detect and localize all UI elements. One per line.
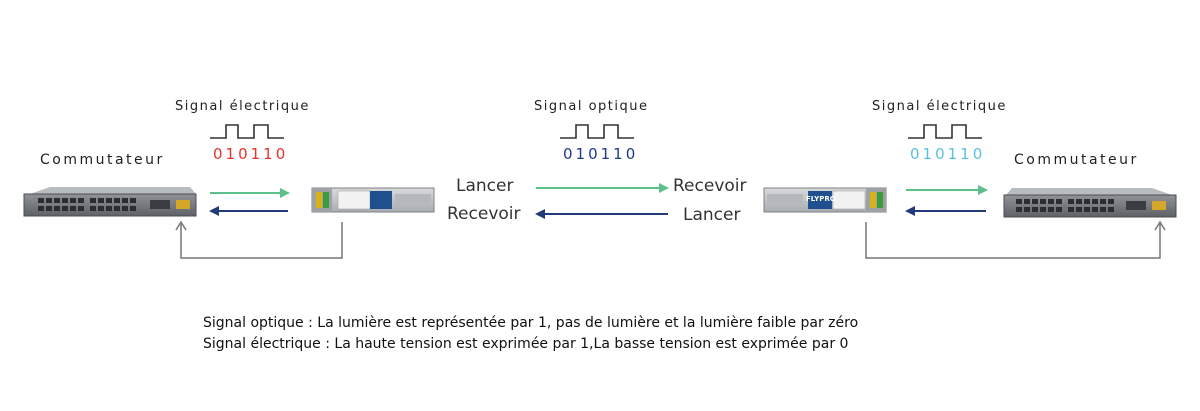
right-receive-label: Recevoir xyxy=(673,176,747,196)
middle-square-wave xyxy=(560,124,634,139)
caption-optical: Signal optique : La lumière est représen… xyxy=(203,315,859,331)
right-bits: 010110 xyxy=(910,145,986,163)
left-loop-line xyxy=(180,222,343,259)
left-receive-label: Recevoir xyxy=(447,204,521,224)
right-loop-line xyxy=(865,222,1161,259)
left-sfp-module xyxy=(311,187,435,213)
right-switch xyxy=(1003,188,1177,218)
left-signal-title: Signal électrique xyxy=(175,99,310,114)
right-switch-label: Commutateur xyxy=(1014,152,1139,168)
middle-bits: 010110 xyxy=(563,145,639,163)
caption-electrical: Signal électrique : La haute tension est… xyxy=(203,336,849,352)
right-square-wave xyxy=(908,124,982,139)
left-switch-label: Commutateur xyxy=(40,152,165,168)
right-sfp-module xyxy=(763,187,887,213)
left-bits: 010110 xyxy=(213,145,289,163)
left-send-label: Lancer xyxy=(456,176,514,196)
middle-signal-title: Signal optique xyxy=(534,99,649,114)
left-switch xyxy=(23,187,197,217)
right-send-label: Lancer xyxy=(683,205,741,225)
right-signal-title: Signal électrique xyxy=(872,99,1007,114)
left-square-wave xyxy=(210,124,284,139)
right-module-brand: FLYPRO xyxy=(806,195,836,203)
